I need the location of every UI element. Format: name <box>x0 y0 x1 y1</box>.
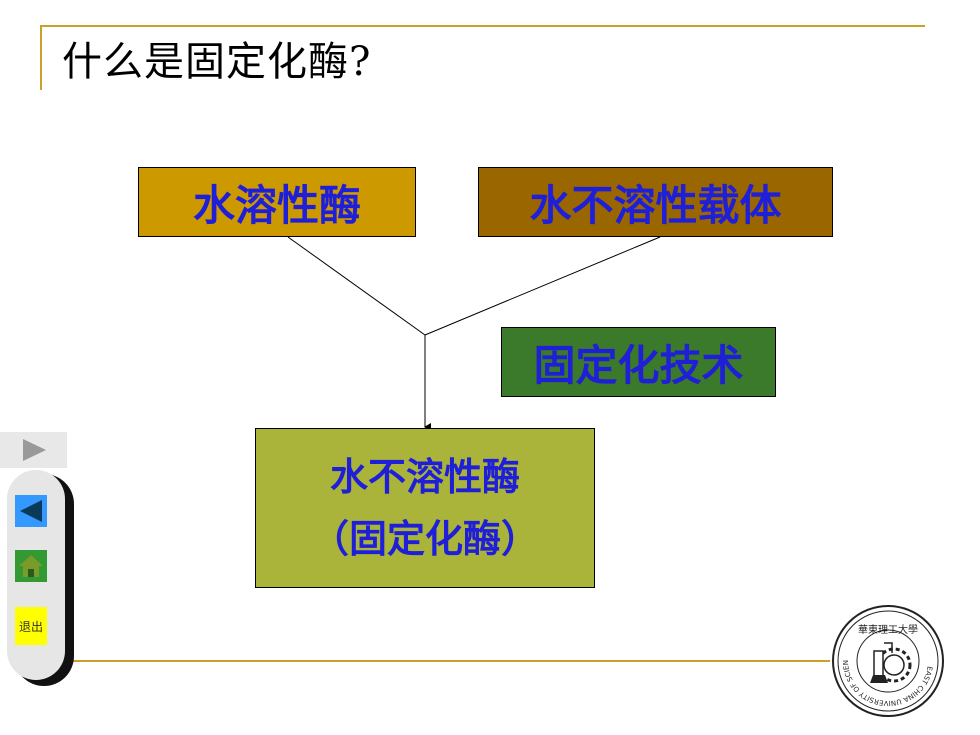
triangle-left-icon <box>20 500 42 522</box>
title-left-rule <box>40 25 42 90</box>
home-icon <box>19 555 43 577</box>
exit-button-label: 退出 <box>18 619 43 634</box>
exit-button[interactable]: 退出 <box>15 607 47 645</box>
box-water-soluble-enzyme-label: 水溶性酶 <box>192 180 361 230</box>
box-result-line1: 水不溶性酶 <box>329 455 520 499</box>
home-button[interactable] <box>15 550 47 582</box>
box-insoluble-carrier-label: 水不溶性载体 <box>529 180 782 230</box>
box-immobilization-technique: 固定化技术 <box>501 327 776 397</box>
box-immobilization-technique-label: 固定化技术 <box>533 340 744 390</box>
box-water-soluble-enzyme: 水溶性酶 <box>138 167 416 237</box>
box-result-line2: （固定化酶） <box>310 517 539 561</box>
box-immobilized-enzyme: 水不溶性酶 （固定化酶） <box>255 428 595 588</box>
university-seal-logo: EAST CHINA UNIVERSITY OF SCIENCE AND TEC… <box>830 603 944 717</box>
box-insoluble-carrier: 水不溶性载体 <box>478 167 833 237</box>
triangle-right-icon <box>22 439 46 461</box>
previous-slide-button[interactable] <box>15 495 47 527</box>
svg-text:華東理工大學: 華東理工大學 <box>858 623 918 636</box>
slide-title: 什么是固定化酶? <box>62 39 372 85</box>
title-top-rule <box>40 25 925 27</box>
connector-enzyme <box>287 236 426 336</box>
bottom-rule <box>68 660 830 662</box>
next-slide-button[interactable] <box>0 432 67 468</box>
connector-carrier <box>424 236 661 336</box>
